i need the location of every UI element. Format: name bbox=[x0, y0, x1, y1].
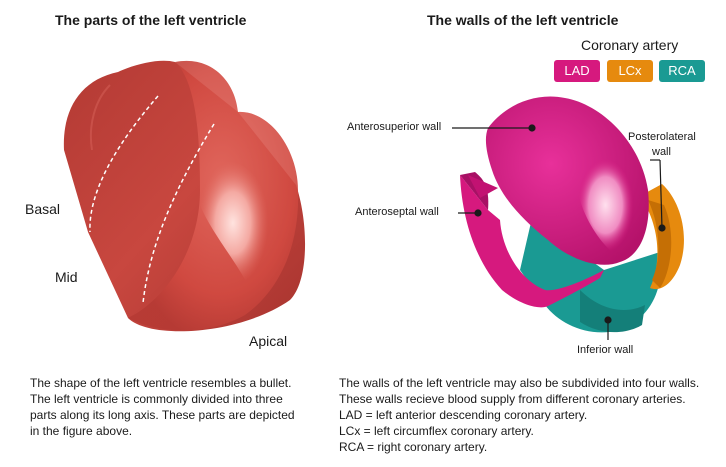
left-panel-title: The parts of the left ventricle bbox=[55, 12, 247, 28]
left-ventricle-bullet bbox=[63, 60, 306, 332]
right-caption-line: RCA = right coronary artery. bbox=[339, 440, 488, 454]
left-caption-line: parts along its long axis. These parts a… bbox=[30, 408, 295, 422]
label-posterolateral-line2: wall bbox=[652, 146, 671, 158]
label-mid: Mid bbox=[55, 269, 78, 285]
left-caption: The shape of the left ventricle resemble… bbox=[30, 375, 295, 439]
right-panel-title: The walls of the left ventricle bbox=[427, 12, 619, 28]
legend-badge-lcx: LCx bbox=[607, 60, 653, 82]
label-posterolateral-line1: Posterolateral bbox=[628, 131, 696, 143]
right-caption-line: LAD = left anterior descending coronary … bbox=[339, 408, 588, 422]
left-caption-line: The shape of the left ventricle resemble… bbox=[30, 376, 292, 390]
legend-badge-rca: RCA bbox=[659, 60, 705, 82]
left-caption-line: in the figure above. bbox=[30, 424, 133, 438]
legend-title: Coronary artery bbox=[581, 37, 679, 53]
right-caption-line: The walls of the left ventricle may also… bbox=[339, 376, 700, 390]
label-apical: Apical bbox=[249, 333, 288, 349]
left-ventricle-walls bbox=[460, 96, 684, 333]
label-anteroseptal-wall: Anteroseptal wall bbox=[355, 206, 439, 218]
right-caption-line: These walls recieve blood supply from di… bbox=[339, 392, 686, 406]
left-caption-line: The left ventricle is commonly divided i… bbox=[30, 392, 283, 406]
label-basal: Basal bbox=[25, 201, 61, 217]
legend-badge-lad: LAD bbox=[554, 60, 600, 82]
label-inferior-wall: Inferior wall bbox=[577, 344, 634, 356]
leader-lines bbox=[452, 124, 666, 340]
label-anterosuperior-wall: Anterosuperior wall bbox=[347, 121, 442, 133]
right-caption-line: LCx = left circumflex coronary artery. bbox=[339, 424, 534, 438]
right-caption: The walls of the left ventricle may also… bbox=[339, 375, 699, 455]
